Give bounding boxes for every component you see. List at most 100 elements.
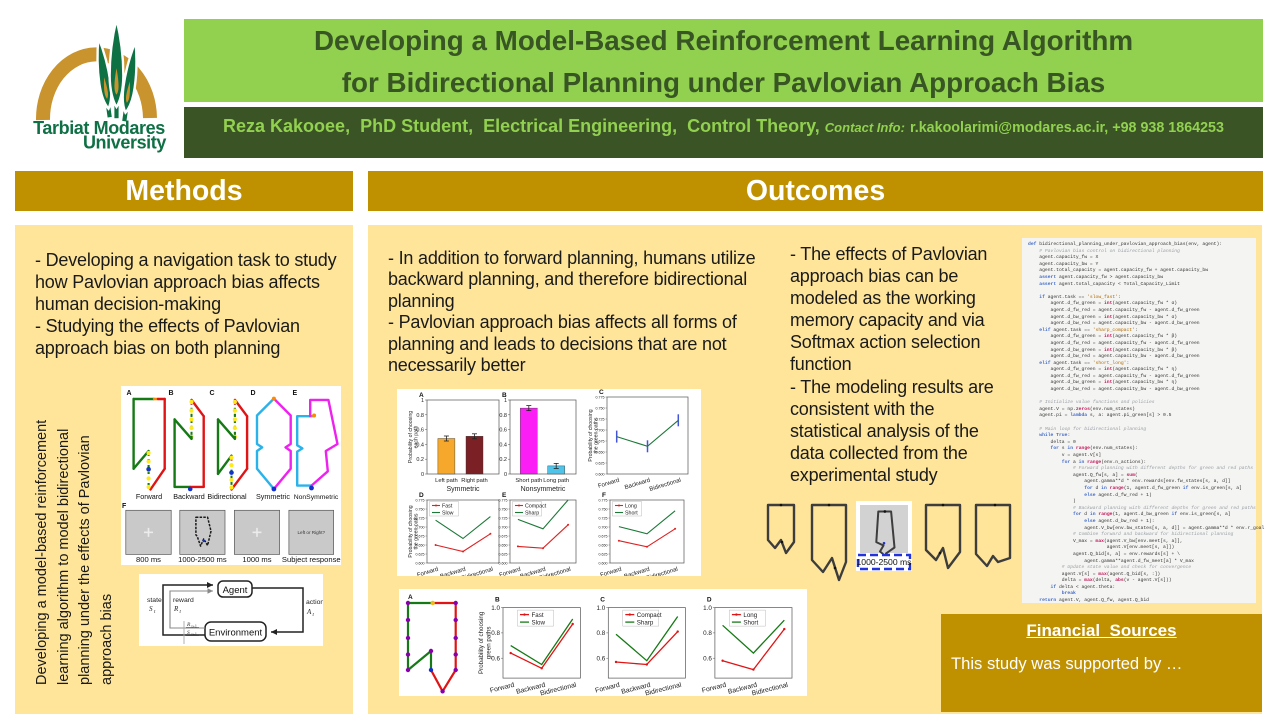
svg-text:0.650: 0.650 bbox=[416, 543, 425, 547]
svg-text:Slow: Slow bbox=[532, 619, 546, 626]
svg-text:0.2: 0.2 bbox=[416, 457, 424, 463]
svg-text:0.725: 0.725 bbox=[599, 516, 608, 520]
svg-text:0.775: 0.775 bbox=[499, 498, 508, 502]
svg-text:C: C bbox=[210, 390, 215, 397]
svg-text:Forward: Forward bbox=[499, 567, 522, 576]
svg-text:1000-2500 ms: 1000-2500 ms bbox=[178, 555, 227, 564]
svg-text:Bidirectional: Bidirectional bbox=[645, 682, 683, 696]
svg-text:0.600: 0.600 bbox=[599, 561, 608, 565]
svg-text:A: A bbox=[408, 594, 413, 601]
svg-text:0.750: 0.750 bbox=[596, 406, 605, 410]
svg-text:Forward: Forward bbox=[600, 567, 623, 576]
svg-text:B: B bbox=[502, 392, 507, 399]
svg-text:E: E bbox=[293, 390, 298, 397]
svg-text:0.700: 0.700 bbox=[499, 525, 508, 529]
svg-text:D: D bbox=[251, 390, 256, 397]
svg-text:0.6: 0.6 bbox=[597, 655, 606, 662]
svg-text:0.700: 0.700 bbox=[596, 428, 605, 432]
svg-text:1: 1 bbox=[504, 398, 507, 404]
svg-text:0.700: 0.700 bbox=[416, 525, 425, 529]
svg-text:1000-2500 ms: 1000-2500 ms bbox=[857, 557, 912, 567]
svg-text:0.600: 0.600 bbox=[596, 472, 605, 476]
svg-text:1.0: 1.0 bbox=[491, 605, 500, 612]
svg-text:t: t bbox=[154, 610, 156, 615]
svg-text:Forward: Forward bbox=[136, 492, 162, 501]
svg-text:0.675: 0.675 bbox=[499, 534, 508, 538]
svg-text:Symmetric: Symmetric bbox=[256, 492, 290, 501]
svg-text:0.625: 0.625 bbox=[599, 552, 608, 556]
svg-text:D: D bbox=[707, 597, 712, 604]
svg-text:S: S bbox=[149, 605, 153, 613]
svg-text:the green paths: the green paths bbox=[594, 417, 600, 453]
svg-text:0.8: 0.8 bbox=[491, 630, 500, 637]
svg-text:A: A bbox=[419, 392, 424, 399]
svg-text:Backward: Backward bbox=[624, 567, 651, 576]
svg-text:0.625: 0.625 bbox=[596, 461, 605, 465]
svg-text:Backward: Backward bbox=[624, 478, 651, 491]
svg-text:Sharp: Sharp bbox=[637, 619, 654, 626]
svg-text:A: A bbox=[306, 608, 312, 616]
svg-text:0.8: 0.8 bbox=[703, 630, 712, 637]
svg-text:A: A bbox=[127, 390, 132, 397]
svg-text:t+1: t+1 bbox=[192, 632, 197, 637]
svg-text:Left or Right?: Left or Right? bbox=[297, 530, 325, 535]
svg-text:1: 1 bbox=[421, 398, 424, 404]
svg-text:Right path: Right path bbox=[461, 478, 487, 484]
svg-text:Fast: Fast bbox=[442, 504, 453, 510]
svg-text:0.675: 0.675 bbox=[599, 534, 608, 538]
svg-text:0.650: 0.650 bbox=[499, 543, 508, 547]
svg-text:0.775: 0.775 bbox=[596, 395, 605, 399]
svg-text:0.600: 0.600 bbox=[416, 561, 425, 565]
svg-text:action: action bbox=[306, 599, 323, 606]
svg-text:University: University bbox=[83, 133, 166, 153]
svg-text:t: t bbox=[180, 610, 182, 615]
svg-text:Long path: Long path bbox=[543, 478, 569, 484]
svg-text:0.725: 0.725 bbox=[416, 516, 425, 520]
svg-text:0.8: 0.8 bbox=[499, 413, 507, 419]
svg-text:each path: each path bbox=[414, 425, 420, 448]
svg-text:Agent: Agent bbox=[223, 585, 248, 596]
svg-text:D: D bbox=[419, 492, 424, 499]
svg-text:F: F bbox=[122, 503, 127, 510]
svg-text:Compact: Compact bbox=[525, 504, 547, 510]
svg-text:Environment: Environment bbox=[209, 628, 263, 639]
svg-text:reward: reward bbox=[173, 597, 194, 604]
svg-text:0.675: 0.675 bbox=[596, 439, 605, 443]
svg-text:t+1: t+1 bbox=[192, 624, 197, 629]
svg-text:0.675: 0.675 bbox=[416, 534, 425, 538]
svg-text:Bidirectional: Bidirectional bbox=[207, 492, 247, 501]
svg-text:0.775: 0.775 bbox=[599, 498, 608, 502]
svg-text:0: 0 bbox=[421, 472, 424, 478]
svg-text:green paths: green paths bbox=[486, 627, 493, 660]
svg-text:0.650: 0.650 bbox=[596, 450, 605, 454]
svg-text:Sharp: Sharp bbox=[525, 511, 539, 517]
svg-text:Forward: Forward bbox=[489, 682, 515, 695]
svg-text:Short path: Short path bbox=[515, 478, 542, 484]
svg-text:0.4: 0.4 bbox=[416, 442, 424, 448]
svg-text:1.0: 1.0 bbox=[703, 605, 712, 612]
svg-text:Bidirectional: Bidirectional bbox=[540, 682, 578, 696]
svg-text:0.6: 0.6 bbox=[703, 655, 712, 662]
svg-text:Short: Short bbox=[625, 511, 638, 517]
svg-text:Nonsymmetric: Nonsymmetric bbox=[521, 486, 566, 493]
svg-text:Left path: Left path bbox=[435, 478, 458, 484]
svg-text:Slow: Slow bbox=[442, 511, 454, 517]
svg-text:0.625: 0.625 bbox=[499, 552, 508, 556]
svg-text:0.4: 0.4 bbox=[499, 442, 507, 448]
svg-text:Probability of choosing: Probability of choosing bbox=[408, 505, 414, 557]
svg-text:0.725: 0.725 bbox=[499, 516, 508, 520]
svg-text:Backward: Backward bbox=[440, 567, 467, 576]
svg-text:NonSymmetric: NonSymmetric bbox=[294, 494, 339, 501]
svg-text:Bidirectional: Bidirectional bbox=[751, 682, 789, 696]
svg-text:S: S bbox=[187, 630, 190, 636]
svg-text:R: R bbox=[186, 622, 191, 628]
svg-text:0.750: 0.750 bbox=[599, 507, 608, 511]
svg-text:state: state bbox=[147, 597, 162, 604]
svg-text:0.775: 0.775 bbox=[416, 498, 425, 502]
svg-text:0.725: 0.725 bbox=[596, 417, 605, 421]
svg-text:Long: Long bbox=[743, 612, 757, 619]
svg-text:1.0: 1.0 bbox=[597, 605, 606, 612]
svg-text:0: 0 bbox=[504, 472, 507, 478]
svg-text:0.6: 0.6 bbox=[491, 655, 500, 662]
svg-text:Bidirectional: Bidirectional bbox=[646, 567, 679, 576]
